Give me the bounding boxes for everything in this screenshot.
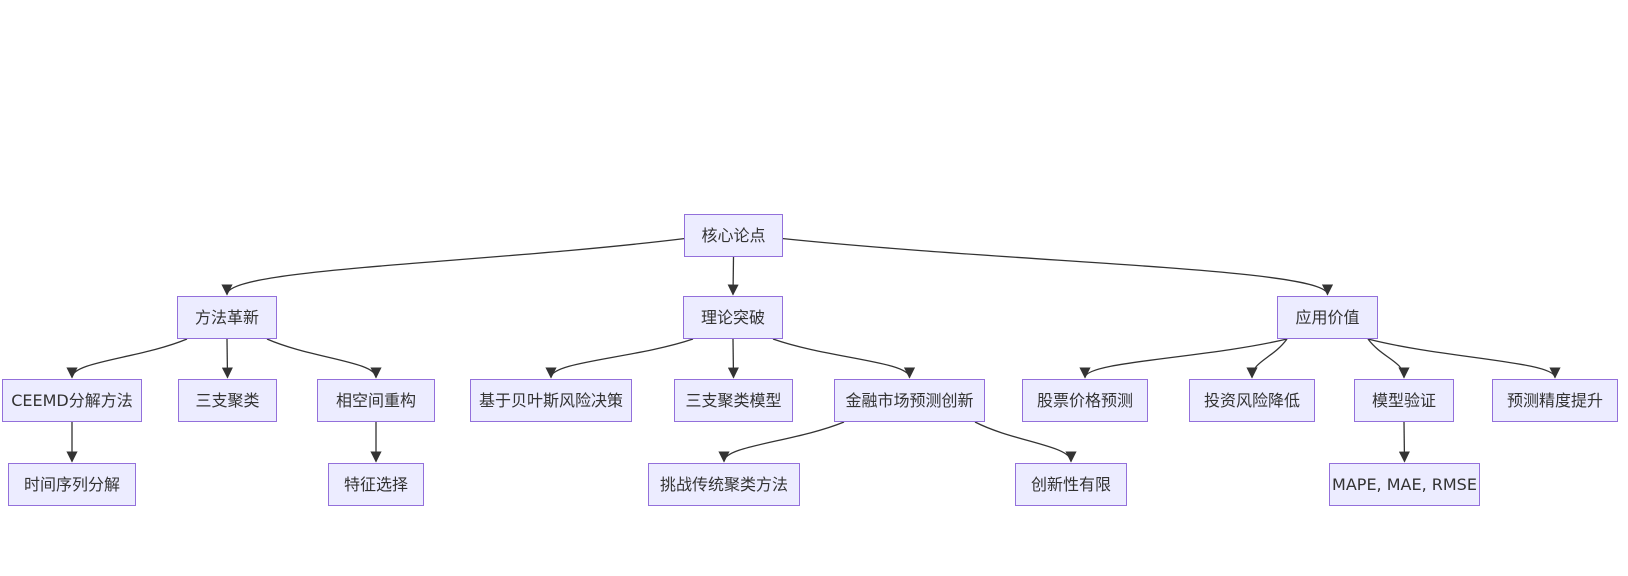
edge-method-to-ceemd <box>66 338 188 379</box>
node-limited: 创新性有限 <box>1015 463 1127 506</box>
edge-theory-to-three-way-model <box>727 338 739 379</box>
edge-application-to-precision <box>1367 338 1561 379</box>
edge-core-to-method <box>221 237 686 296</box>
edges-group <box>66 237 1561 463</box>
edge-finance-to-limited <box>974 421 1077 463</box>
edge-core-to-application <box>781 237 1333 296</box>
node-feature: 特征选择 <box>328 463 424 506</box>
node-stock: 股票价格预测 <box>1022 379 1148 422</box>
node-phase-space: 相空间重构 <box>317 379 435 422</box>
node-application: 应用价值 <box>1277 296 1378 339</box>
node-challenge: 挑战传统聚类方法 <box>648 463 800 506</box>
node-finance: 金融市场预测创新 <box>834 379 985 422</box>
node-ts-decomp: 时间序列分解 <box>8 463 136 506</box>
edge-method-to-phase-space <box>266 338 382 379</box>
edge-theory-to-bayes <box>545 338 694 379</box>
edge-application-to-stock <box>1079 338 1288 379</box>
edge-validation-to-metrics <box>1398 421 1410 463</box>
node-core: 核心论点 <box>684 214 783 257</box>
node-three-way-model: 三支聚类模型 <box>674 379 793 422</box>
edge-finance-to-challenge <box>718 421 845 463</box>
edge-method-to-three-way <box>221 338 233 379</box>
node-risk: 投资风险降低 <box>1189 379 1315 422</box>
node-bayes: 基于贝叶斯风险决策 <box>470 379 632 422</box>
edge-core-to-theory <box>727 256 739 296</box>
node-metrics: MAPE, MAE, RMSE <box>1329 463 1480 506</box>
node-ceemd: CEEMD分解方法 <box>2 379 142 422</box>
edge-application-to-validation <box>1367 338 1410 379</box>
node-precision: 预测精度提升 <box>1492 379 1618 422</box>
edge-application-to-risk <box>1246 338 1288 379</box>
node-validation: 模型验证 <box>1354 379 1454 422</box>
node-method: 方法革新 <box>177 296 277 339</box>
edge-theory-to-finance <box>772 338 915 379</box>
node-three-way: 三支聚类 <box>178 379 277 422</box>
node-theory: 理论突破 <box>683 296 783 339</box>
